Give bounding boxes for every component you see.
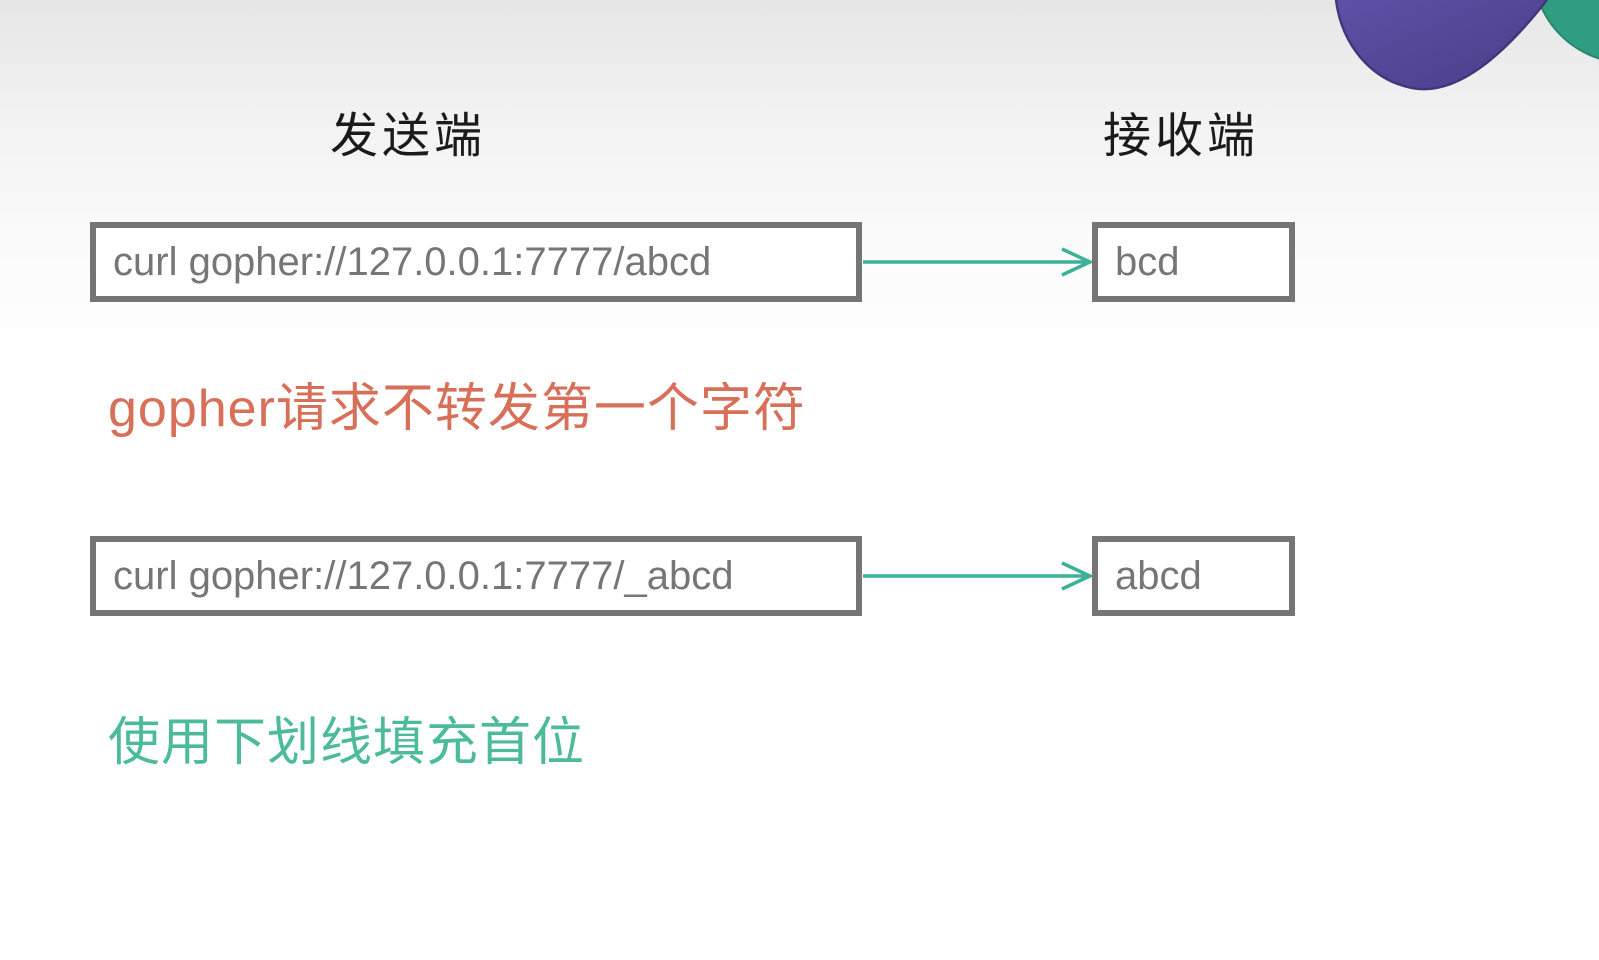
request-text-1: curl gopher://127.0.0.1:7777/abcd	[113, 239, 712, 284]
annotation-underscore-padding: 使用下划线填充首位	[108, 714, 586, 772]
request-text-2: curl gopher://127.0.0.1:7777/_abcd	[113, 553, 734, 598]
request-box-2: curl gopher://127.0.0.1:7777/_abcd	[90, 536, 862, 616]
response-text-1: bcd	[1115, 239, 1180, 284]
response-box-2: abcd	[1092, 536, 1295, 616]
receiver-column-header: 接收端	[1103, 110, 1260, 163]
flow-arrow-icon-2	[863, 561, 1095, 591]
sender-column-header: 发送端	[330, 110, 487, 163]
annotation-first-char-dropped: gopher请求不转发第一个字符	[108, 380, 806, 438]
decor-teal-circle	[1537, 0, 1599, 60]
response-text-2: abcd	[1115, 553, 1202, 598]
request-box-1: curl gopher://127.0.0.1:7777/abcd	[90, 222, 862, 302]
response-box-1: bcd	[1092, 222, 1295, 302]
decor-purple-blob	[1334, 0, 1548, 91]
flow-arrow-icon-1	[863, 247, 1095, 277]
decor-corner-shapes	[1334, 0, 1599, 91]
